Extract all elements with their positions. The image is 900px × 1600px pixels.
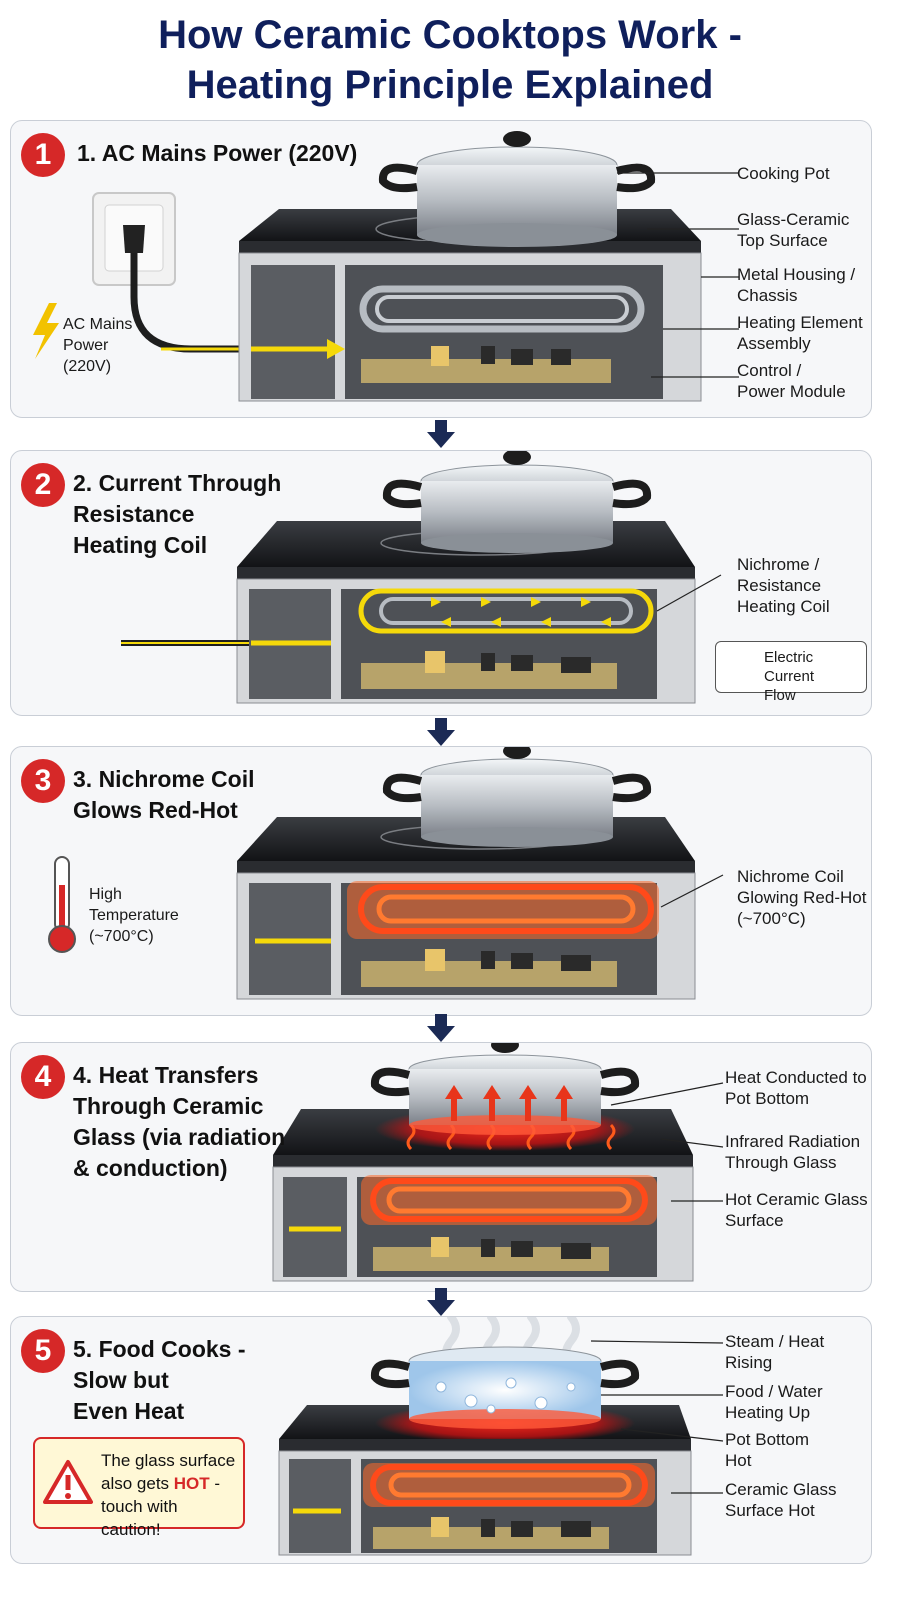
step-2-panel: 2 2. Current Through Resistance Heating … xyxy=(10,450,872,716)
step-3-panel: 3 3. Nichrome Coil Glows Red-Hot High Te… xyxy=(10,746,872,1016)
wall-socket-icon xyxy=(92,192,331,353)
title-line-2: Heating Principle Explained xyxy=(186,63,714,107)
step-2-badge: 2 xyxy=(21,463,65,507)
warning-box: The glass surface also gets HOT - touch … xyxy=(33,1437,245,1539)
step-4-title: 4. Heat Transfers Through Ceramic Glass … xyxy=(73,1062,286,1181)
label-nichrome-coil: Nichrome / Resistance Heating Coil xyxy=(737,555,830,616)
label-infrared-radiation: Infrared Radiation Through Glass xyxy=(725,1132,861,1172)
step-1-leader-lines xyxy=(617,172,739,378)
label-glass-ceramic-top: Glass-Ceramic Top Surface xyxy=(737,210,850,250)
step-2-leader-line xyxy=(656,574,722,612)
flow-arrow-1-icon xyxy=(427,420,455,448)
step-5-illustration xyxy=(278,1317,724,1556)
warning-text-before: The glass surface also gets xyxy=(101,1451,236,1493)
flow-arrow-2-icon xyxy=(427,718,455,746)
cooktop-3 xyxy=(236,817,696,1000)
flow-arrow-4-icon xyxy=(427,1288,455,1316)
warning-triangle-icon xyxy=(43,1460,93,1504)
step-1-illustration xyxy=(33,131,739,402)
step-4-panel: 4 4. Heat Transfers Through Ceramic Glas… xyxy=(10,1042,872,1292)
cooktop-5 xyxy=(278,1403,692,1556)
step-2-title: 2. Current Through Resistance Heating Co… xyxy=(73,470,282,558)
cooking-pot-4 xyxy=(370,1043,640,1135)
step-1-side-label: AC Mains Power (220V) xyxy=(63,316,133,375)
label-food-water: Food / Water Heating Up xyxy=(725,1382,823,1422)
warning-text-after: - touch with caution! xyxy=(101,1474,221,1539)
label-control-module: Control / Power Module xyxy=(737,361,846,401)
legend-text: Electric Current Flow xyxy=(764,649,815,704)
cooktop-2 xyxy=(121,521,696,704)
heat-up-arrows-icon xyxy=(445,1085,573,1121)
step-1-panel: 1 1. AC Mains Power (220V) AC Mains Powe… xyxy=(10,120,872,418)
step-4-leader-lines xyxy=(610,1082,724,1202)
step-3-title: 3. Nichrome Coil Glows Red-Hot xyxy=(73,766,255,823)
label-ceramic-glass-hot: Ceramic Glass Surface Hot xyxy=(725,1480,837,1520)
step-1-badge: 1 xyxy=(21,133,65,177)
page-title: How Ceramic Cooktops Work - Heating Prin… xyxy=(0,10,900,110)
step-2-illustration xyxy=(121,451,755,704)
legend-current-flow: Electric Current Flow xyxy=(715,641,867,704)
label-cooking-pot: Cooking Pot xyxy=(737,164,830,183)
step-4-badge: 4 xyxy=(21,1055,65,1099)
step-5-badge: 5 xyxy=(21,1329,65,1373)
label-heating-element: Heating Element Assembly xyxy=(737,313,863,353)
step-5-leader-lines xyxy=(590,1340,724,1494)
step-5-panel: 5 5. Food Cooks - Slow but Even Heat Ste… xyxy=(10,1316,872,1564)
cooking-pot-2 xyxy=(382,451,652,553)
cooking-pot-3 xyxy=(382,747,652,847)
warning-text: The glass surface also gets HOT - touch … xyxy=(101,1449,241,1541)
title-line-1: How Ceramic Cooktops Work - xyxy=(158,13,742,57)
step-3-illustration xyxy=(48,747,724,1000)
label-hot-ceramic-glass: Hot Ceramic Glass Surface xyxy=(725,1190,868,1230)
lightning-bolt-icon xyxy=(33,303,59,359)
step-3-leader-line xyxy=(660,874,724,908)
label-coil-glowing: Nichrome Coil Glowing Red-Hot (~700°C) xyxy=(737,867,867,928)
step-3-badge: 3 xyxy=(21,759,65,803)
cooking-pot-1 xyxy=(378,131,656,247)
label-metal-housing: Metal Housing / Chassis xyxy=(737,265,856,305)
step-5-title: 5. Food Cooks - Slow but Even Heat xyxy=(73,1336,246,1424)
flow-arrow-3-icon xyxy=(427,1014,455,1042)
warning-hot-word: HOT xyxy=(173,1474,210,1493)
cooking-pot-5 xyxy=(370,1346,640,1429)
cooktop-4 xyxy=(272,1107,694,1282)
step-4-illustration xyxy=(272,1043,724,1282)
label-pot-bottom-hot: Pot Bottom Hot xyxy=(725,1430,810,1470)
label-heat-conducted: Heat Conducted to Pot Bottom xyxy=(725,1068,867,1108)
step-1-title: 1. AC Mains Power (220V) xyxy=(77,140,358,166)
label-steam-rising: Steam / Heat Rising xyxy=(725,1332,825,1372)
thermometer-icon xyxy=(48,856,76,953)
step-3-side-label: High Temperature (~700°C) xyxy=(89,886,179,945)
